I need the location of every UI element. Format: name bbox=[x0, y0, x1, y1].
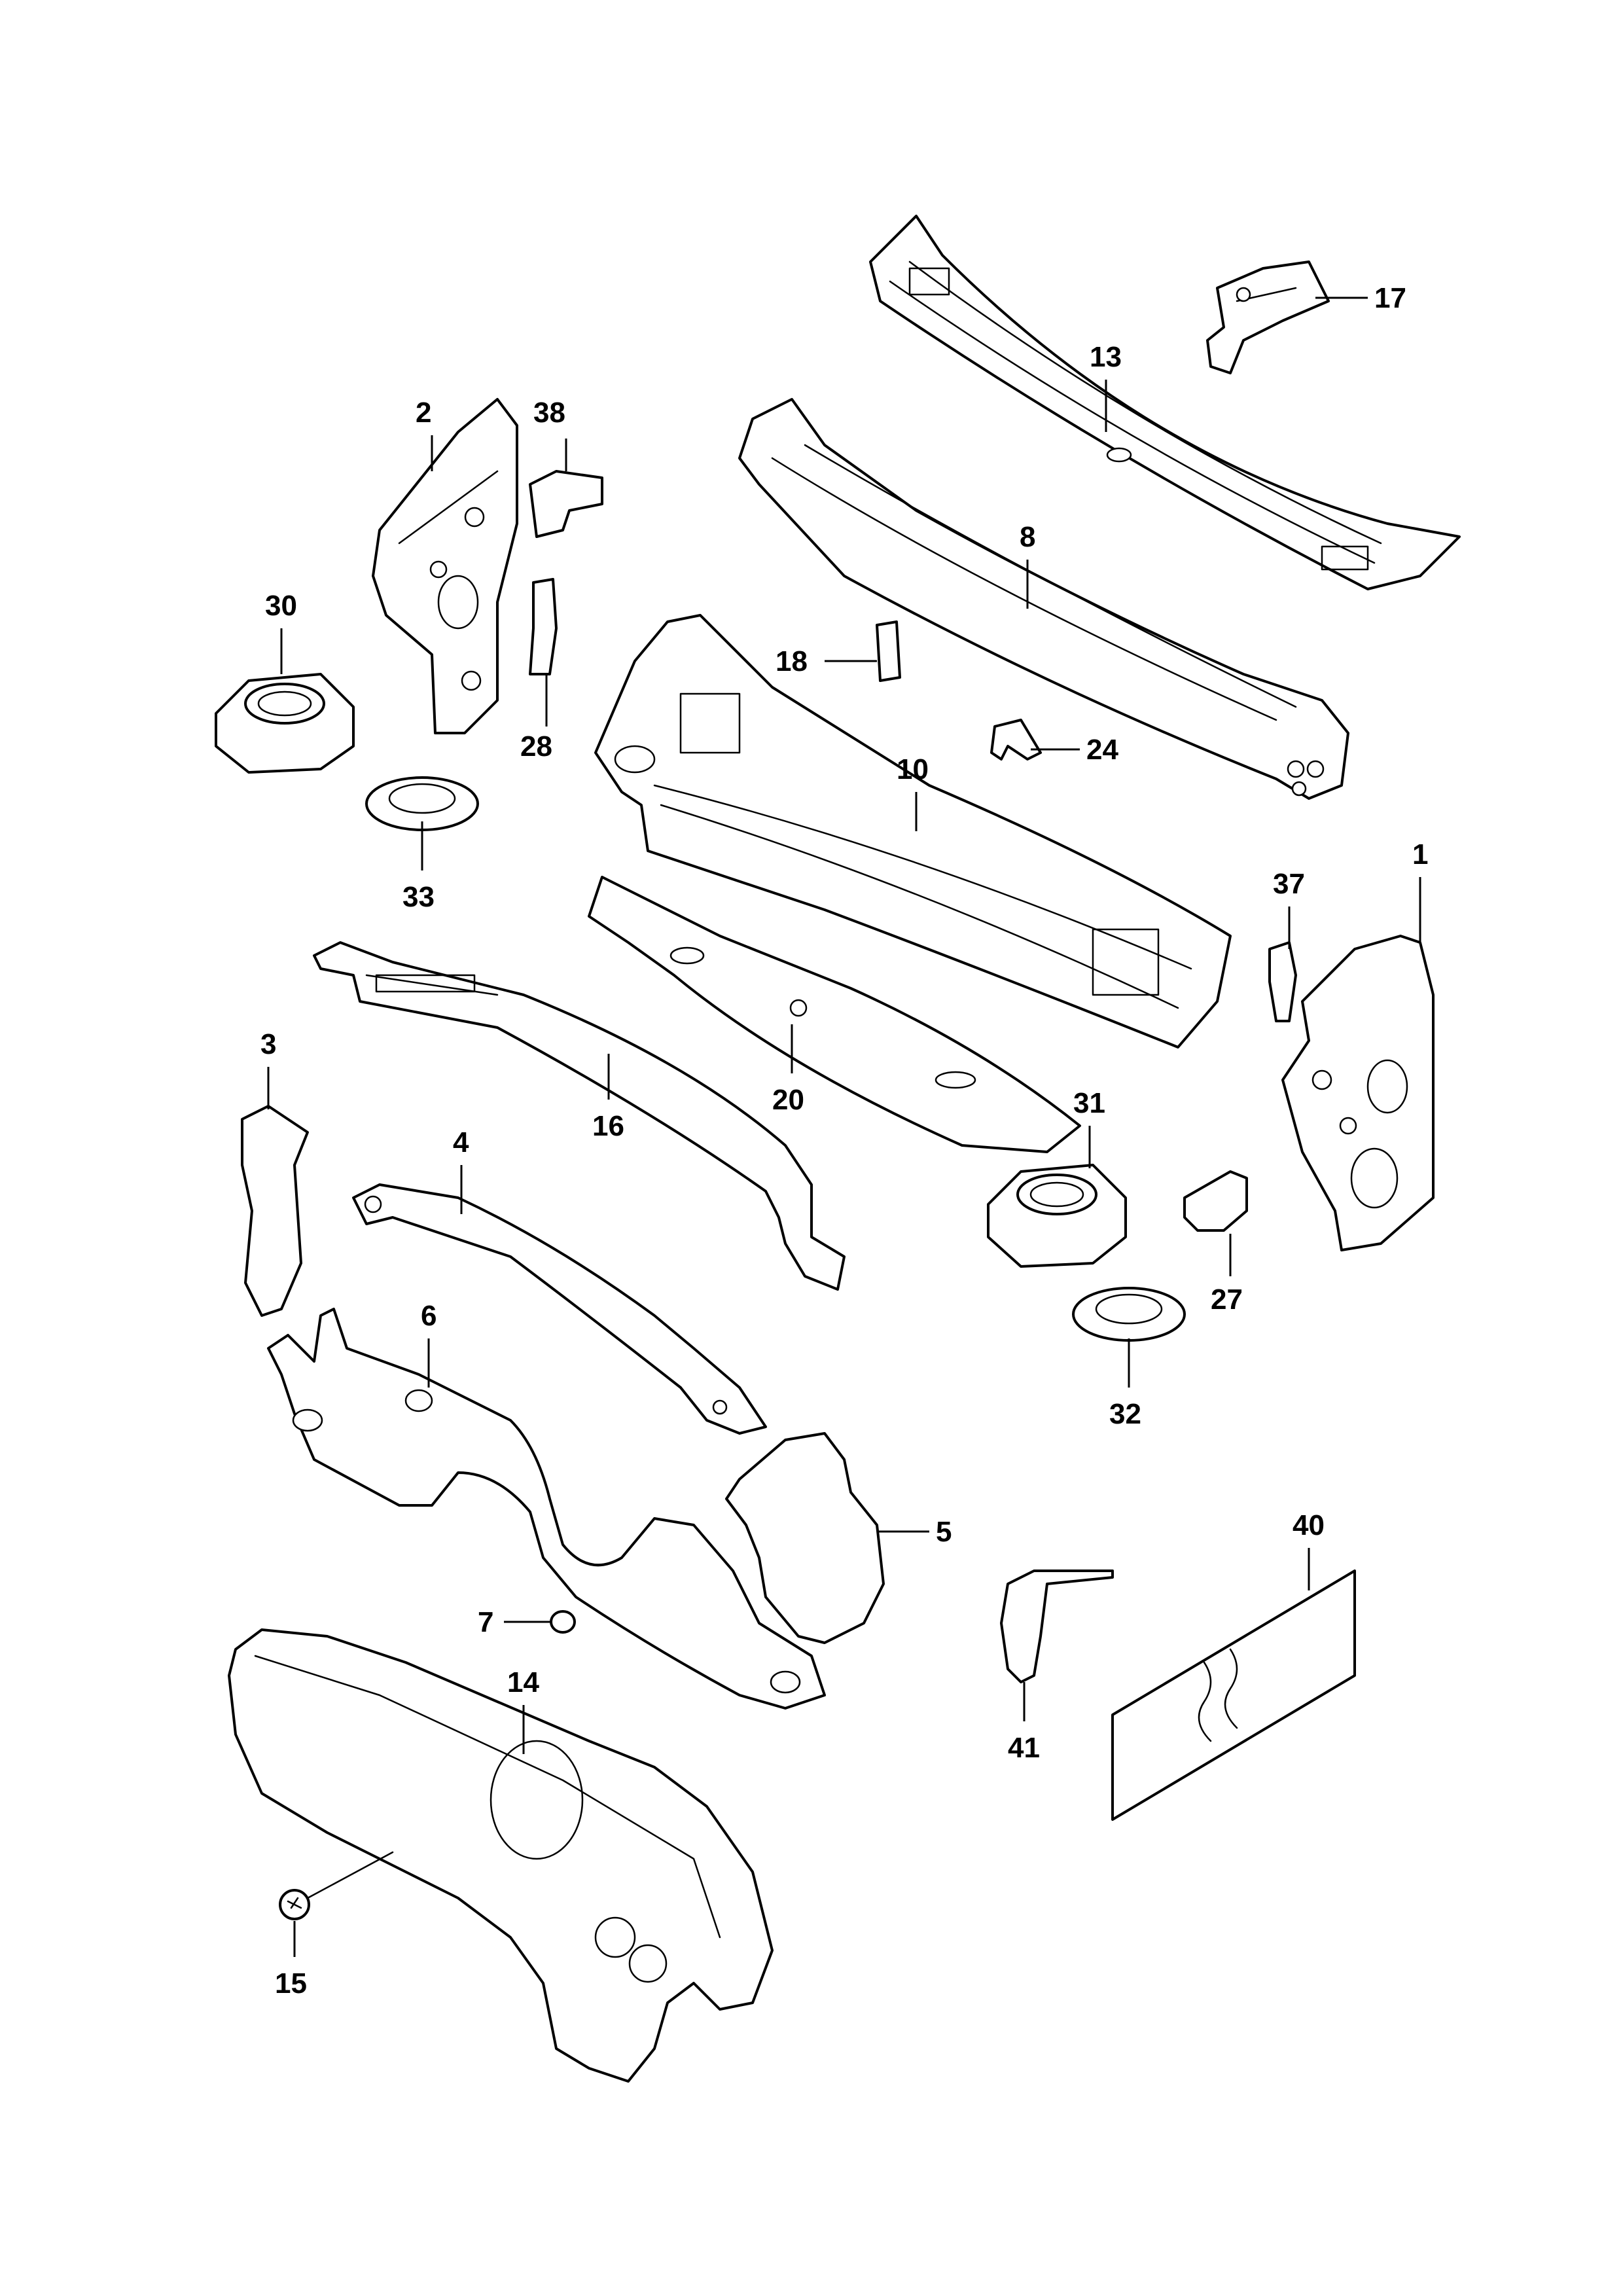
callout-2: 2 bbox=[416, 397, 431, 429]
callout-15: 15 bbox=[275, 1967, 307, 2000]
part-32-grommet bbox=[1072, 1287, 1186, 1342]
part-1-right-side-panel bbox=[1281, 935, 1435, 1251]
callout-40: 40 bbox=[1293, 1509, 1325, 1541]
part-10-cowl-panel bbox=[594, 614, 1232, 1049]
part-18-pad bbox=[876, 620, 901, 682]
part-30-strut-mount bbox=[215, 673, 355, 774]
callout-16: 16 bbox=[592, 1110, 624, 1142]
part-40-sheet bbox=[1111, 1570, 1356, 1821]
callout-32: 32 bbox=[1109, 1398, 1141, 1430]
part-24-bracket bbox=[990, 719, 1042, 761]
part-20-lower-cowl-panel bbox=[588, 876, 1081, 1153]
part-15-screw bbox=[279, 1851, 394, 1920]
part-5-side-bracket bbox=[725, 1432, 885, 1644]
callout-4: 4 bbox=[453, 1126, 469, 1158]
callout-5: 5 bbox=[936, 1516, 952, 1548]
callout-13: 13 bbox=[1090, 341, 1122, 373]
part-14-insulation-panel bbox=[228, 1628, 774, 2083]
callout-8: 8 bbox=[1020, 521, 1035, 553]
part-3-bracket bbox=[241, 1105, 309, 1317]
part-28-strip bbox=[529, 578, 558, 675]
part-6-dash-lower-panel bbox=[267, 1308, 826, 1710]
part-2-left-side-panel bbox=[372, 398, 518, 734]
part-4-crossmember bbox=[352, 1183, 767, 1435]
callout-6: 6 bbox=[421, 1300, 437, 1332]
callout-3: 3 bbox=[260, 1028, 276, 1060]
part-7-plug bbox=[550, 1610, 576, 1634]
callout-7: 7 bbox=[478, 1606, 493, 1638]
callout-37: 37 bbox=[1273, 868, 1305, 900]
callout-10: 10 bbox=[897, 753, 929, 785]
callout-20: 20 bbox=[772, 1084, 804, 1116]
callout-27: 27 bbox=[1211, 1283, 1243, 1316]
callout-1: 1 bbox=[1412, 838, 1428, 870]
callout-28: 28 bbox=[520, 730, 552, 762]
part-41-angle-bracket bbox=[1000, 1570, 1114, 1683]
leader-lines bbox=[267, 296, 1421, 1957]
callout-30: 30 bbox=[265, 590, 297, 622]
part-37-clip bbox=[1268, 941, 1297, 1022]
part-27-pad bbox=[1183, 1170, 1248, 1232]
callout-24: 24 bbox=[1086, 734, 1118, 766]
part-16-left-rail bbox=[313, 941, 846, 1291]
callout-17: 17 bbox=[1374, 282, 1406, 314]
callout-14: 14 bbox=[507, 1666, 539, 1698]
part-38-clip bbox=[529, 470, 603, 538]
callout-38: 38 bbox=[533, 397, 565, 429]
callout-31: 31 bbox=[1073, 1087, 1105, 1119]
part-17-bracket bbox=[1206, 260, 1330, 374]
callout-41: 41 bbox=[1008, 1732, 1040, 1764]
part-13-cowl-top-panel bbox=[869, 215, 1461, 590]
callout-labels: 17 13 8 2 38 30 28 18 24 10 33 37 1 20 1… bbox=[260, 282, 1428, 2000]
part-8-cowl-cross-member bbox=[738, 398, 1349, 800]
callout-18: 18 bbox=[776, 645, 808, 677]
part-31-strut-mount bbox=[987, 1164, 1127, 1268]
callout-33: 33 bbox=[402, 881, 435, 913]
